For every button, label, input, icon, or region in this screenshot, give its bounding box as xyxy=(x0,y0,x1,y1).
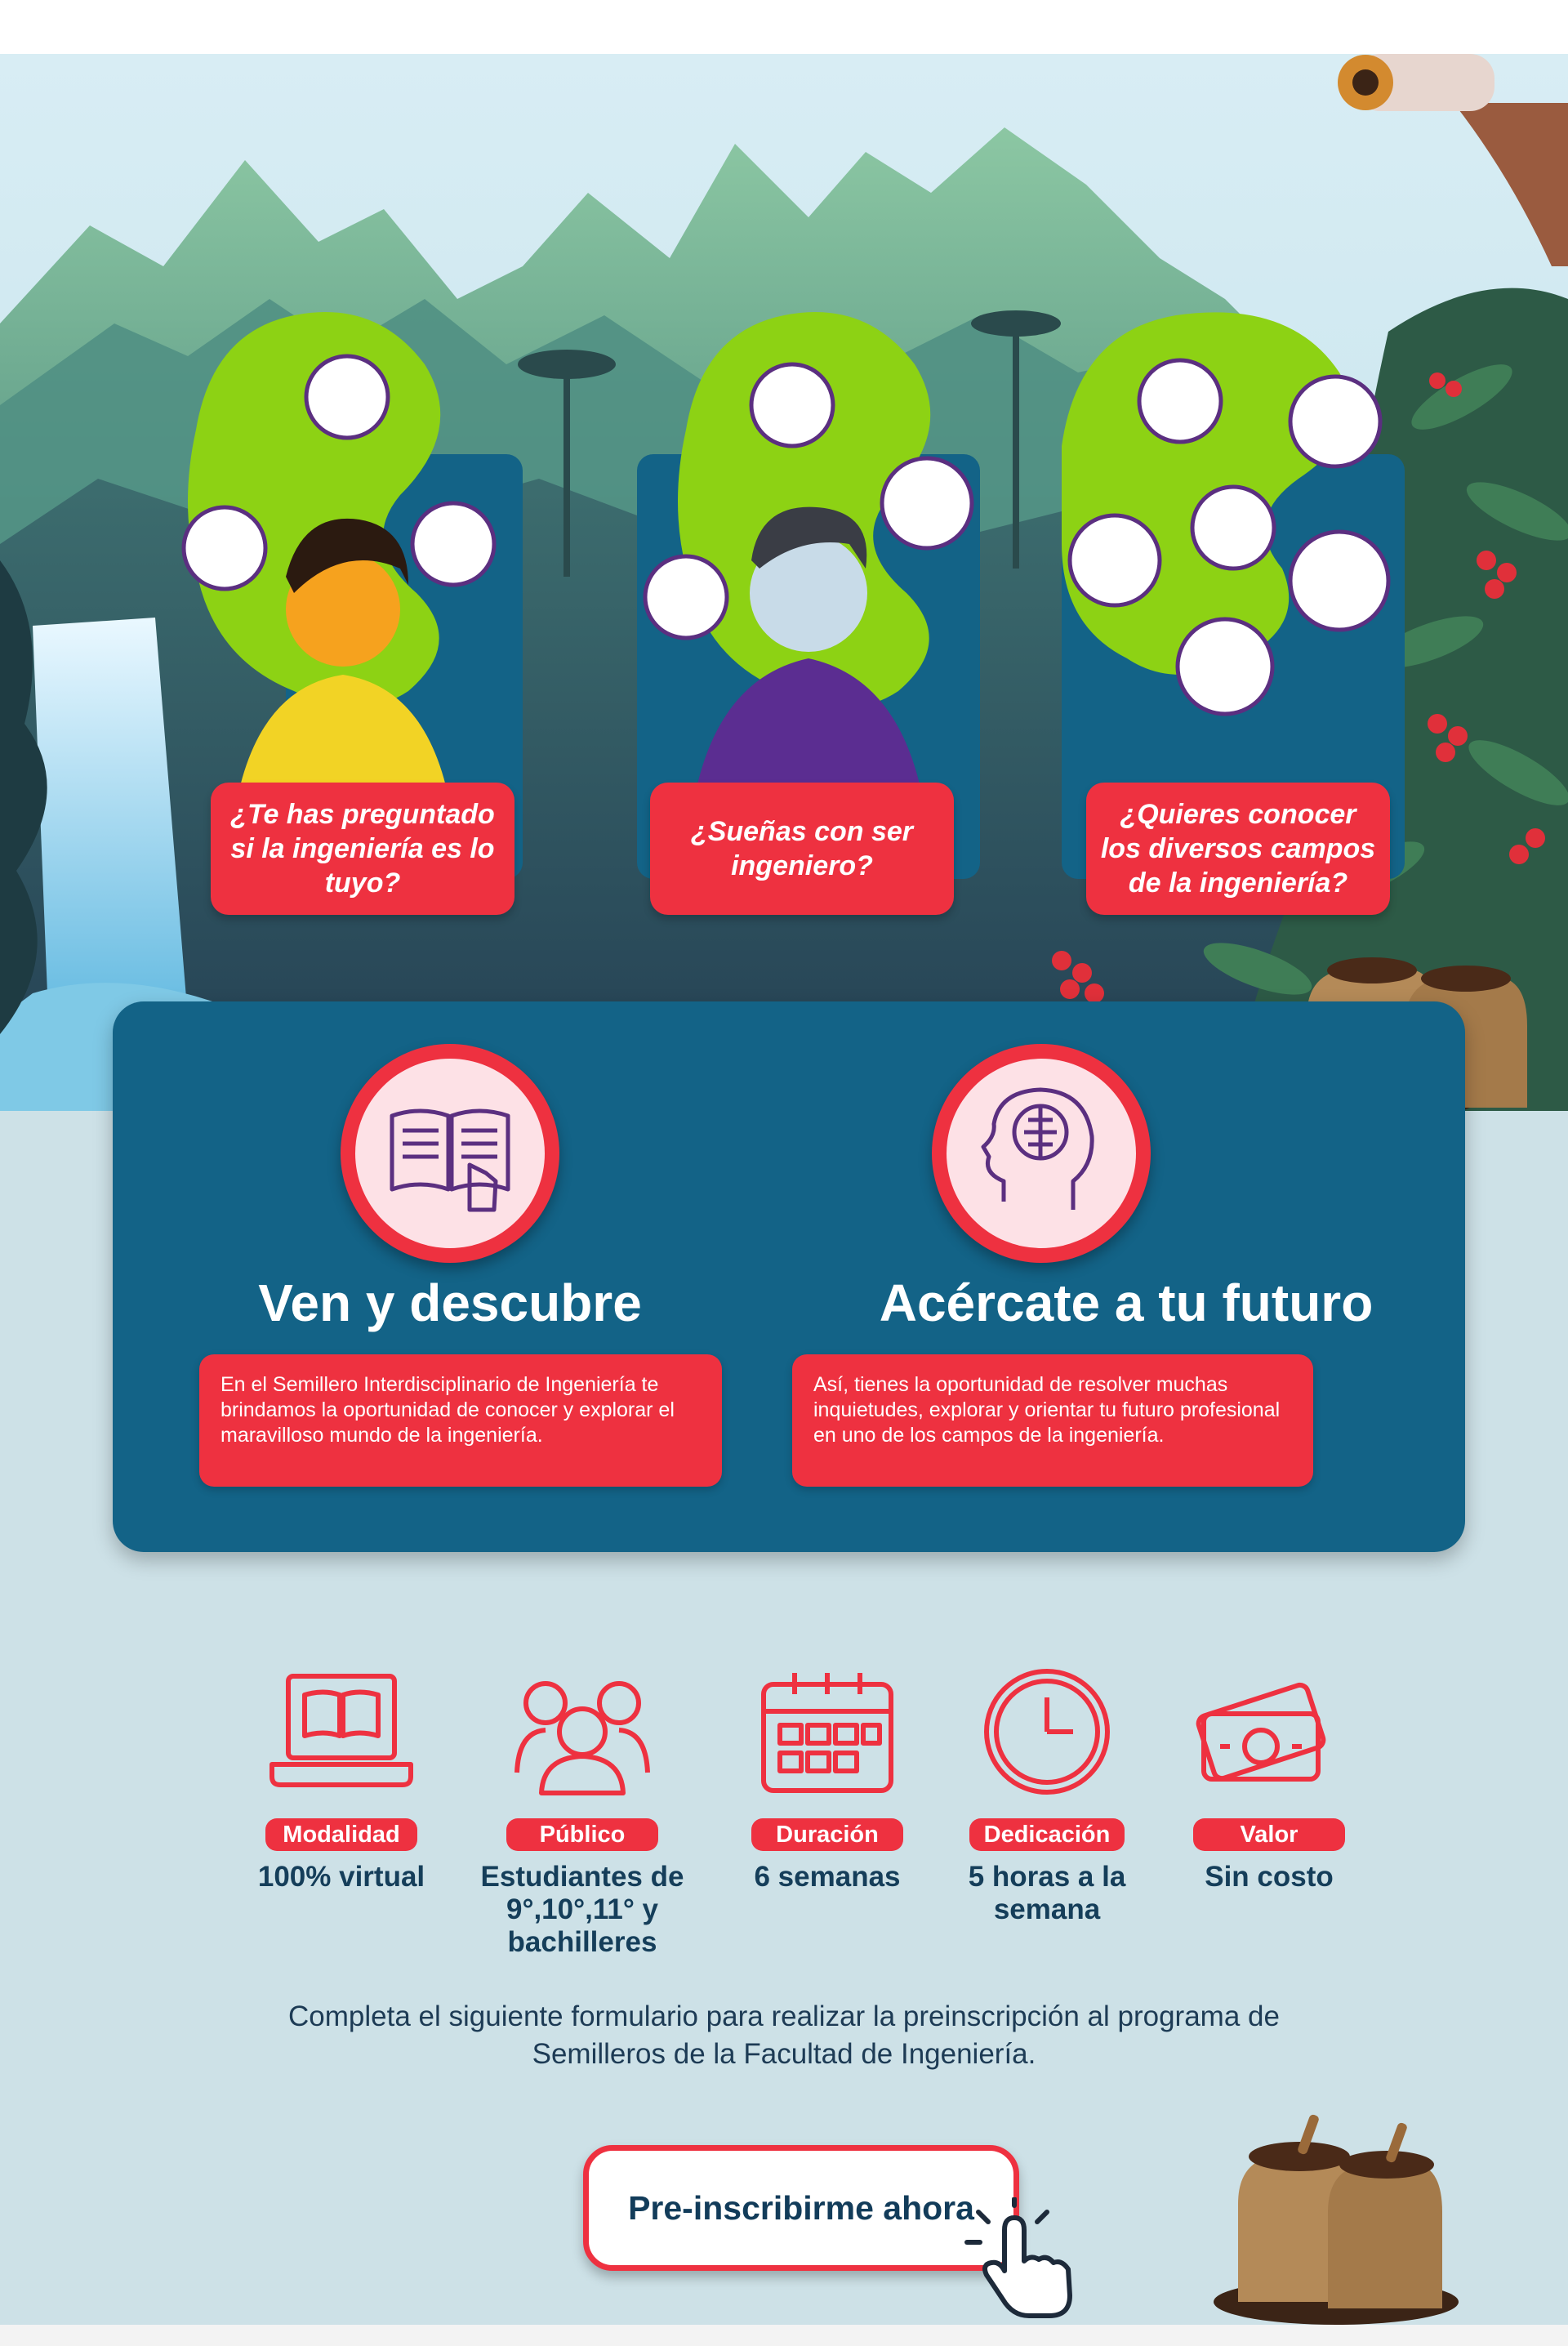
question-bubble-3: ¿Quieres conocer los diversos campos de … xyxy=(1086,783,1390,915)
feature-2-circle xyxy=(932,1044,1151,1263)
feature-1-text: En el Semillero Interdisciplinario de In… xyxy=(199,1354,722,1487)
engineering-fields-card xyxy=(1062,312,1405,879)
question-bubble-2: ¿Sueñas con ser ingeniero? xyxy=(650,783,954,915)
label-duracion: Duración xyxy=(751,1818,903,1851)
brain-head-icon xyxy=(981,1087,1094,1210)
calendar-icon xyxy=(761,1673,893,1793)
info-valor: Valor Sin costo xyxy=(1163,1666,1375,1893)
info-modalidad: Modalidad 100% virtual xyxy=(235,1666,448,1893)
features-panel: Ven y descubre Acércate a tu futuro En e… xyxy=(113,1001,1465,1552)
feature-2-title: Acércate a tu futuro xyxy=(879,1273,1374,1332)
label-dedicacion: Dedicación xyxy=(969,1818,1125,1851)
feature-2-text: Así, tienes la oportunidad de resolver m… xyxy=(792,1354,1313,1487)
cta-description: Completa el siguiente formulario para re… xyxy=(288,2000,1280,2070)
laptop-book-icon xyxy=(270,1674,413,1787)
bottom-strip xyxy=(0,2325,1568,2346)
coffee-sacks-image xyxy=(1214,2114,1459,2325)
character-card-boy xyxy=(637,312,980,879)
feature-1-circle xyxy=(341,1044,559,1263)
open-book-icon xyxy=(390,1108,510,1212)
label-publico: Público xyxy=(506,1818,658,1851)
info-dedicacion: Dedicación 5 horas a la semana xyxy=(941,1666,1153,1926)
value-publico: Estudiantes de 9°,10°,11° y bachilleres xyxy=(480,1861,684,1958)
info-duracion: Duración 6 semanas xyxy=(721,1666,933,1893)
value-duracion: 6 semanas xyxy=(754,1861,901,1893)
top-white-strip xyxy=(0,0,1568,54)
pointer-hand-icon xyxy=(964,2197,1072,2318)
value-dedicacion: 5 horas a la semana xyxy=(968,1861,1126,1925)
money-icon xyxy=(1196,1682,1326,1782)
label-valor: Valor xyxy=(1193,1818,1345,1851)
preinscription-button[interactable]: Pre-inscribirme ahora xyxy=(583,2145,1019,2271)
clock-icon xyxy=(984,1669,1110,1795)
value-modalidad: 100% virtual xyxy=(257,1861,425,1893)
hero-illustration: ¿Te has preguntado si la ingeniería es l… xyxy=(0,54,1568,1111)
people-icon xyxy=(514,1681,650,1795)
question-bubble-1: ¿Te has preguntado si la ingeniería es l… xyxy=(211,783,514,915)
info-publico: Público Estudiantes de 9°,10°,11° y bach… xyxy=(476,1666,688,1959)
value-valor: Sin costo xyxy=(1205,1861,1334,1893)
feature-1-title: Ven y descubre xyxy=(258,1273,642,1332)
label-modalidad: Modalidad xyxy=(265,1818,417,1851)
